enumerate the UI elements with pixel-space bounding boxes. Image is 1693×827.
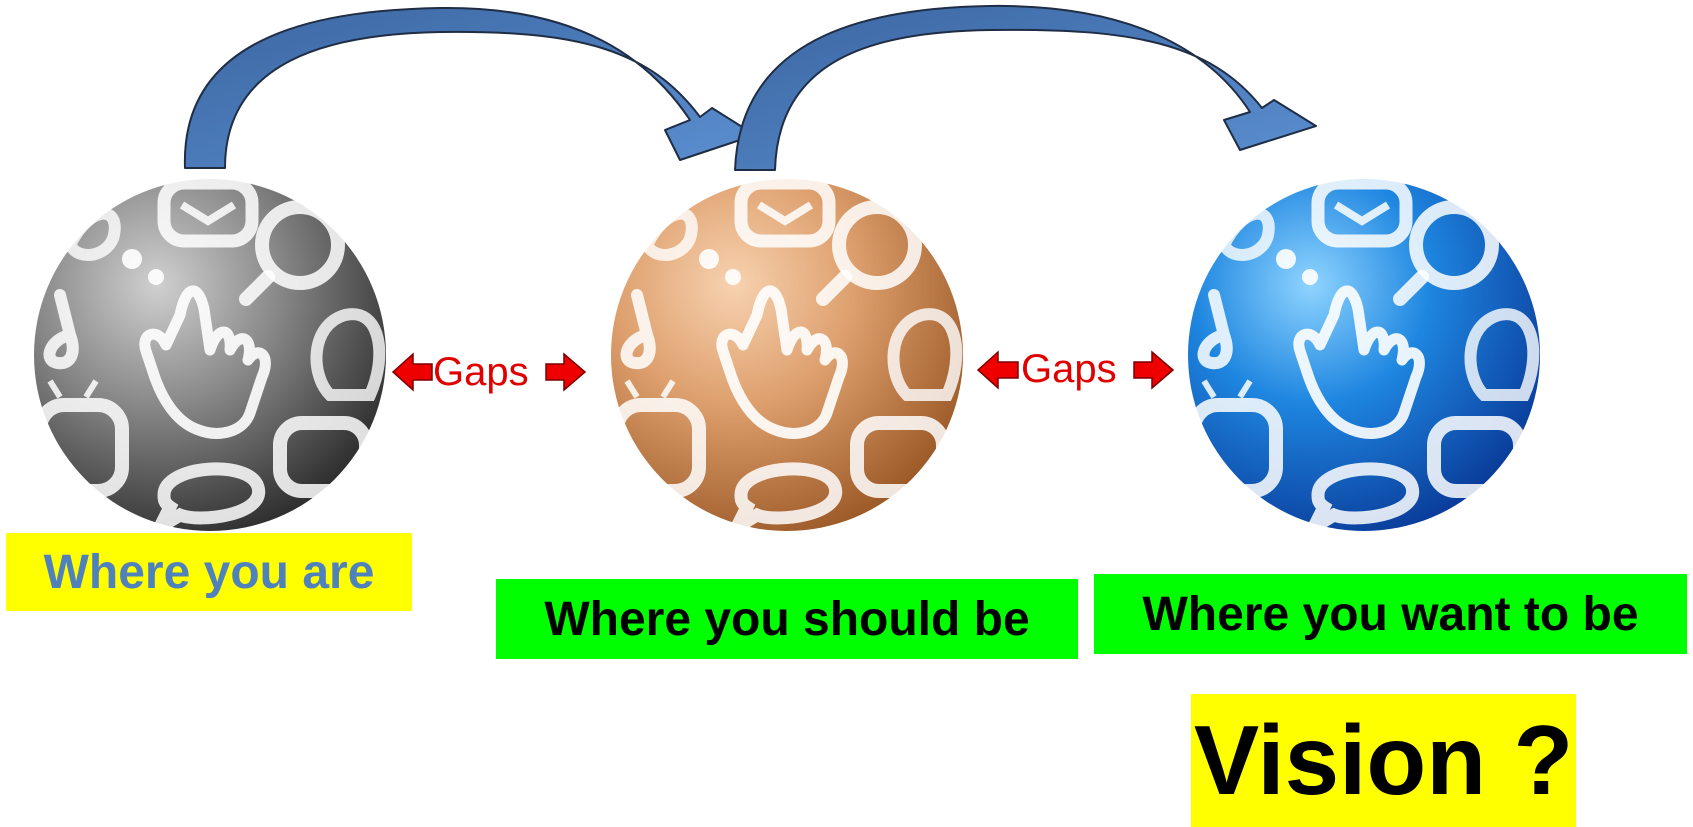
gap-right-arrow-icon — [1133, 350, 1175, 390]
label-where-you-are: Where you are — [6, 533, 412, 611]
gap-right-arrow-icon — [545, 352, 587, 392]
gap-left-arrow-icon — [391, 352, 433, 392]
sphere-want — [1188, 179, 1540, 531]
arrow-current-to-should — [183, 6, 756, 169]
label-where-you-should-be: Where you should be — [496, 579, 1078, 659]
gap-label: Gaps — [433, 349, 529, 394]
gap-label: Gaps — [1021, 346, 1117, 391]
label-where-you-want-to-be: Where you want to be — [1094, 574, 1687, 654]
gap-left-arrow-icon — [976, 350, 1019, 390]
sphere-should — [611, 179, 963, 531]
arrow-should-to-want — [734, 4, 1317, 171]
label-vision: Vision ? — [1191, 694, 1576, 827]
sphere-current — [34, 179, 386, 531]
